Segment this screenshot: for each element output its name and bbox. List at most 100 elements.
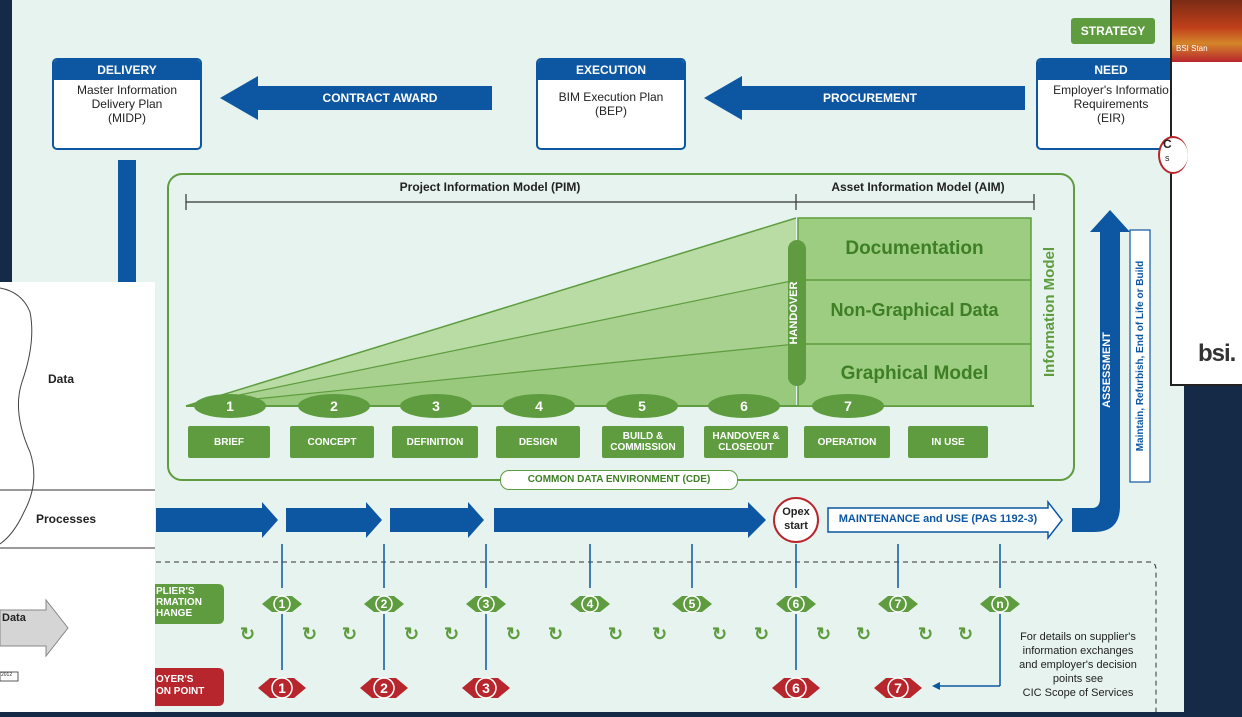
stage-label-brief: BRIEF (188, 426, 270, 458)
cycle-icon: ↻ (958, 624, 974, 644)
footnote-line1: For details on supplier's (1020, 631, 1136, 643)
stage-oval-2: 2 (298, 394, 370, 418)
left-overlay-data-top: Data (48, 372, 75, 386)
assessment-arrow (1072, 210, 1130, 532)
flow-arrow-1 (156, 502, 278, 538)
footnote-line4: points see (1052, 673, 1104, 685)
aim-box (797, 217, 1032, 407)
stage-oval-4: 4 (503, 394, 575, 418)
stage-label-definition: DEFINITION (392, 426, 478, 458)
procurement-arrow (704, 76, 1025, 120)
exchange-point-4 (570, 595, 610, 613)
procurement-label: PROCUREMENT (822, 91, 917, 105)
stage-label-operation: OPERATION (804, 426, 890, 458)
delivery-line3: (MIDP) (108, 111, 146, 125)
exchange-point-2 (364, 595, 404, 613)
exchange-num-1: 1 (278, 597, 286, 611)
decision-point-1 (258, 677, 306, 699)
cycle-icon: ↻ (342, 624, 358, 644)
contract-award-arrow (220, 76, 492, 120)
exchange-num-n: n (996, 597, 1004, 611)
decision-num-6: 6 (792, 680, 800, 696)
flow-arrow-4 (494, 502, 766, 538)
pim-label: Project Information Model (PIM) (399, 180, 581, 194)
cycle-icon: ↻ (856, 624, 872, 644)
exchange-num-6: 6 (792, 597, 800, 611)
cycle-icon: ↻ (816, 624, 832, 644)
cycle-icon: ↻ (712, 624, 728, 644)
stage-label-build: BUILD &COMMISSION (602, 426, 684, 458)
opex-label: Opex start (774, 505, 818, 533)
im-row-graphical: Graphical Model (840, 363, 989, 384)
footnote-line2: information exchanges (1022, 645, 1134, 657)
stage-label-design: DESIGN (496, 426, 580, 458)
right-overlay-image: BSI Stan bsi. (1170, 0, 1242, 386)
footnote: For details on supplier's information ex… (1002, 630, 1154, 700)
cycle-icon: ↻ (754, 624, 770, 644)
contract-award-label: CONTRACT AWARD (322, 91, 438, 105)
exchange-point-n (980, 595, 1020, 613)
assessment-text: ASSESSMENT (1101, 332, 1113, 408)
employer-tab (154, 668, 224, 706)
decision-point-2 (360, 677, 408, 699)
need-box: NEED Employer's Informatio Requirements … (1036, 58, 1184, 150)
handover-pill (788, 240, 806, 386)
cycle-icon: ↻ (548, 624, 564, 644)
decision-point-6 (772, 677, 820, 699)
opex-line2: start (784, 520, 808, 532)
maintenance-label: MAINTENANCE and USE (PAS 1192-3) (838, 513, 1038, 525)
stage-label-in-use: IN USE (908, 426, 988, 458)
cut-circle-text-c: C (1163, 137, 1172, 151)
im-row-documentation: Documentation (845, 238, 984, 259)
supplier-tab (154, 584, 224, 624)
left-vertical-arrow (118, 160, 136, 290)
left-overlay-graphics (0, 287, 155, 682)
delivery-header: DELIVERY (54, 60, 200, 80)
exchange-num-4: 4 (586, 597, 594, 611)
decision-num-1: 1 (278, 680, 286, 696)
side-note-box (1129, 229, 1151, 483)
bsi-logo: bsi. (1198, 340, 1236, 367)
decision-point-3 (462, 677, 510, 699)
need-line1: Employer's Informatio (1053, 83, 1169, 97)
decision-point-7 (874, 677, 922, 699)
exchange-num-2: 2 (380, 597, 388, 611)
aim-label: Asset Information Model (AIM) (831, 180, 1005, 194)
left-overlay-processes: Processes (36, 512, 97, 526)
employer-line2: ON POINT (156, 686, 205, 697)
cut-circle (1158, 136, 1188, 174)
stage-label-concept: CONCEPT (290, 426, 374, 458)
cycle-icon: ↻ (240, 624, 256, 644)
stage-oval-3: 3 (400, 394, 472, 418)
execution-header: EXECUTION (538, 60, 684, 80)
opex-start-circle (773, 497, 819, 543)
stage-oval-1: 1 (194, 394, 266, 418)
connector-lines (281, 544, 1001, 687)
cut-circle-text-s: s (1165, 153, 1170, 163)
flow-arrow-3 (390, 502, 484, 538)
left-overlay-data-bottom: Data (2, 612, 26, 624)
stage-oval-7: 7 (812, 394, 884, 418)
supplier-label: PLIER'S RMATION HANGE (156, 586, 220, 619)
exchange-region (156, 561, 1157, 712)
exchange-num-7: 7 (894, 597, 902, 611)
execution-line1: BIM Execution Plan (558, 90, 664, 104)
right-overlay-banner: BSI Stan (1172, 0, 1242, 62)
exchange-point-1 (262, 595, 302, 613)
maintenance-arrow (827, 499, 1063, 541)
cycle-icon: ↻ (404, 624, 420, 644)
handover-text: HANDOVER (788, 281, 800, 344)
delivery-box: DELIVERY Master Information Delivery Pla… (52, 58, 202, 150)
delivery-line1: Master Information (76, 83, 178, 97)
right-overlay-banner-text: BSI Stan (1176, 44, 1208, 53)
decision-num-7: 7 (894, 680, 902, 696)
supplier-line1: PLIER'S (156, 586, 195, 597)
cycle-icon: ↻ (652, 624, 668, 644)
footnote-line5: CIC Scope of Services (1022, 687, 1134, 699)
execution-box: EXECUTION BIM Execution Plan (BEP) (536, 58, 686, 150)
cycle-icon: ↻ (918, 624, 934, 644)
cycle-icon: ↻ (302, 624, 318, 644)
employer-label: OYER'S ON POINT (156, 674, 220, 698)
exchange-num-5: 5 (688, 597, 696, 611)
